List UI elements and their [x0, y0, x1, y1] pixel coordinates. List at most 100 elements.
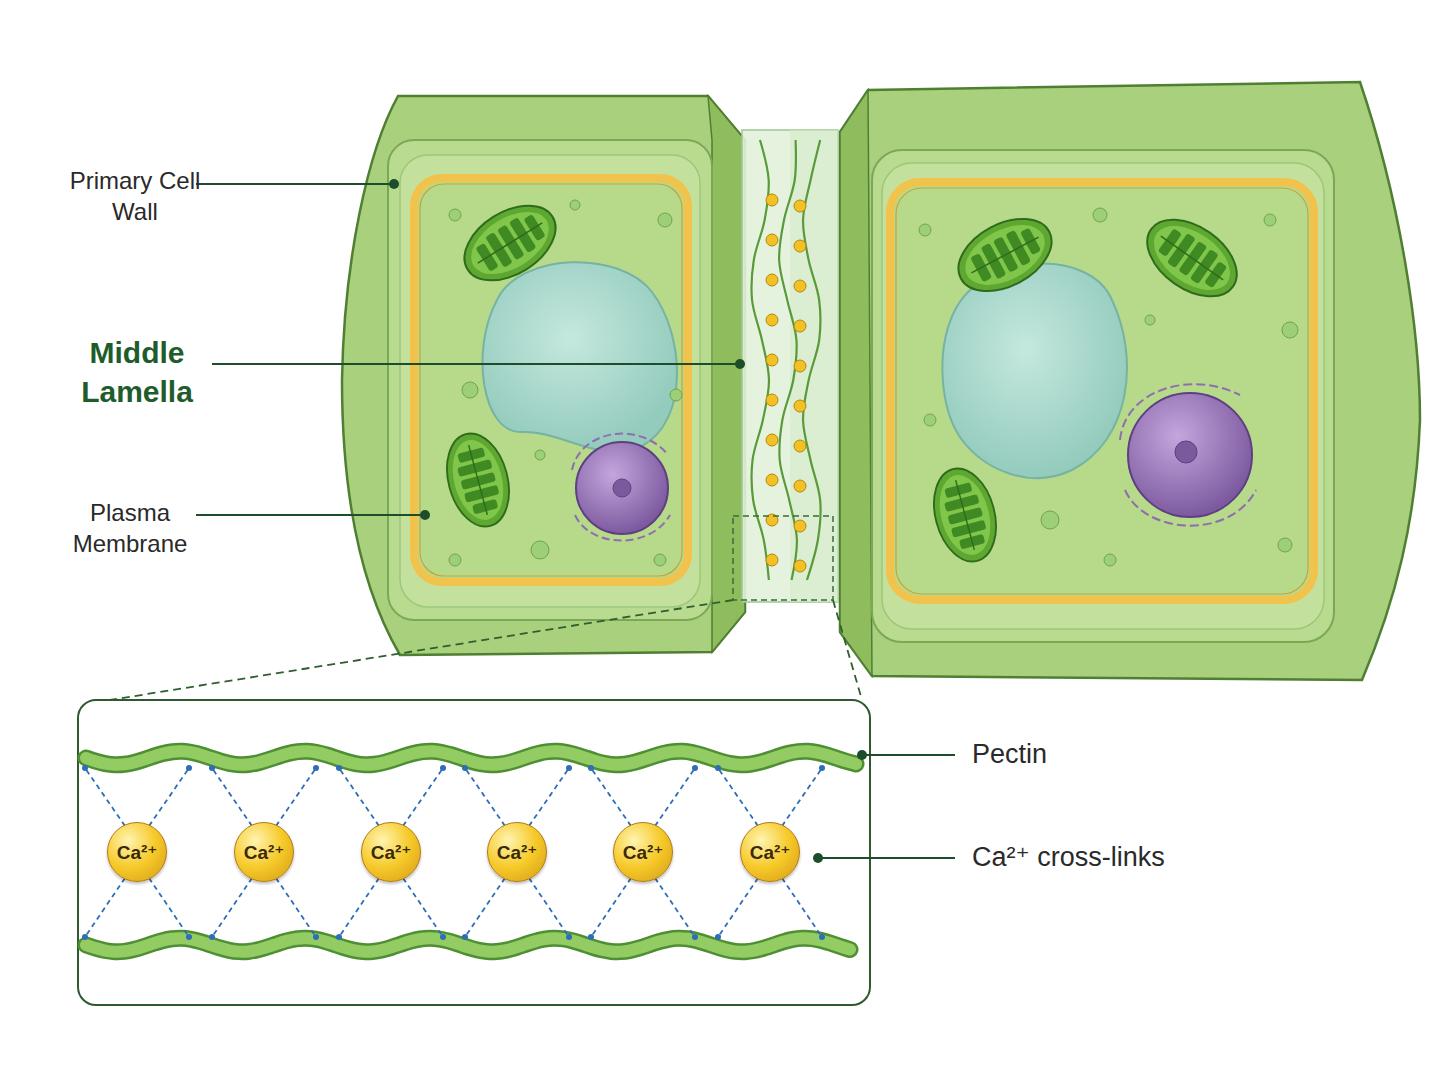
illustration-part	[529, 878, 569, 937]
illustration-part	[588, 765, 594, 771]
illustration-part	[85, 878, 125, 937]
calcium-ion: Ca²⁺	[613, 822, 673, 882]
illustration-part	[1093, 208, 1107, 222]
illustration-part	[708, 96, 745, 652]
calcium-dot	[794, 560, 806, 572]
illustration-part	[924, 414, 936, 426]
illustration-part	[342, 96, 745, 655]
illustration-part	[451, 190, 569, 296]
illustration-part	[715, 765, 721, 771]
ion-label: Ca²⁺	[371, 841, 412, 864]
zoom-line	[833, 600, 862, 700]
illustration-part	[872, 150, 1334, 642]
illustration-part	[862, 754, 955, 756]
part-label: Primary Cell Wall	[68, 165, 202, 227]
right-cell	[840, 82, 1420, 680]
pectin-chain	[86, 938, 850, 951]
illustration-part	[276, 768, 316, 826]
illustration-part	[1120, 384, 1240, 440]
calcium-dot	[766, 474, 778, 486]
illustration-part	[742, 130, 838, 602]
pectin-network	[82, 751, 856, 951]
illustration-part	[654, 554, 666, 566]
illustration-part	[692, 765, 698, 771]
illustration-part	[670, 389, 682, 401]
zoom-frame	[733, 516, 833, 600]
illustration-part	[149, 768, 189, 826]
middle-lamella-strip	[742, 130, 838, 602]
left-cell	[342, 96, 745, 655]
illustration-part	[440, 934, 446, 940]
zoom-line	[110, 600, 733, 700]
illustration-part	[1175, 441, 1197, 463]
illustration-part	[790, 130, 838, 602]
ion-label: Ca²⁺	[623, 841, 664, 864]
calcium-dot	[766, 434, 778, 446]
illustration-part	[1133, 204, 1250, 312]
illustration-part	[186, 934, 192, 940]
illustration-part	[896, 188, 1308, 594]
ion-label: Ca²⁺	[244, 841, 285, 864]
illustration-part	[276, 878, 316, 937]
calcium-ion: Ca²⁺	[234, 822, 294, 882]
illustration-part	[420, 510, 430, 520]
illustration-part	[212, 363, 740, 365]
illustration-part	[857, 750, 867, 760]
illustration-part	[819, 934, 825, 940]
illustration-part	[692, 934, 698, 940]
calcium-dot	[766, 354, 778, 366]
calcium-dot	[766, 234, 778, 246]
illustration-part	[576, 442, 668, 534]
illustration-part	[336, 934, 342, 940]
inset-frame	[78, 700, 870, 1005]
calcium-dot	[766, 314, 778, 326]
illustration-part	[212, 878, 252, 937]
calcium-dot	[794, 480, 806, 492]
illustration-part	[655, 768, 695, 826]
illustration-part	[572, 434, 668, 470]
illustration-part	[82, 934, 88, 940]
illustration-part	[591, 878, 631, 937]
leader-lines	[196, 179, 955, 863]
illustration-part	[718, 878, 758, 937]
illustration-part	[819, 765, 825, 771]
illustration-part	[339, 768, 379, 826]
illustration-part	[440, 765, 446, 771]
illustration-part	[462, 382, 478, 398]
illustration-part	[535, 450, 545, 460]
ion-label: Ca²⁺	[750, 841, 791, 864]
illustration-part	[414, 178, 688, 582]
calcium-dot	[794, 320, 806, 332]
calcium-dot	[766, 274, 778, 286]
illustration-part	[209, 934, 215, 940]
calcium-dot	[794, 440, 806, 452]
illustration-part	[420, 184, 682, 576]
illustration-part	[462, 934, 468, 940]
calcium-dot	[766, 554, 778, 566]
illustration-part	[82, 765, 88, 771]
illustration-part	[529, 768, 569, 826]
illustration-part	[818, 857, 955, 859]
calcium-dot	[766, 394, 778, 406]
illustration-part	[336, 765, 342, 771]
illustration-part	[942, 264, 1127, 478]
illustration-part	[85, 768, 125, 826]
illustration-part	[570, 200, 580, 210]
illustration-part	[437, 426, 518, 533]
illustration-part	[388, 140, 712, 620]
part-label: Pectin	[972, 737, 1272, 772]
illustration-part	[482, 262, 677, 452]
illustration-part	[196, 514, 425, 516]
illustration-part	[1125, 490, 1256, 526]
calcium-ion: Ca²⁺	[361, 822, 421, 882]
calcium-ion: Ca²⁺	[740, 822, 800, 882]
illustration-part	[1264, 214, 1276, 226]
calcium-dot	[794, 360, 806, 372]
calcium-dot	[794, 520, 806, 532]
illustration-part	[919, 224, 931, 236]
ion-label: Ca²⁺	[497, 841, 538, 864]
illustration-part	[566, 934, 572, 940]
illustration-part	[924, 461, 1005, 568]
